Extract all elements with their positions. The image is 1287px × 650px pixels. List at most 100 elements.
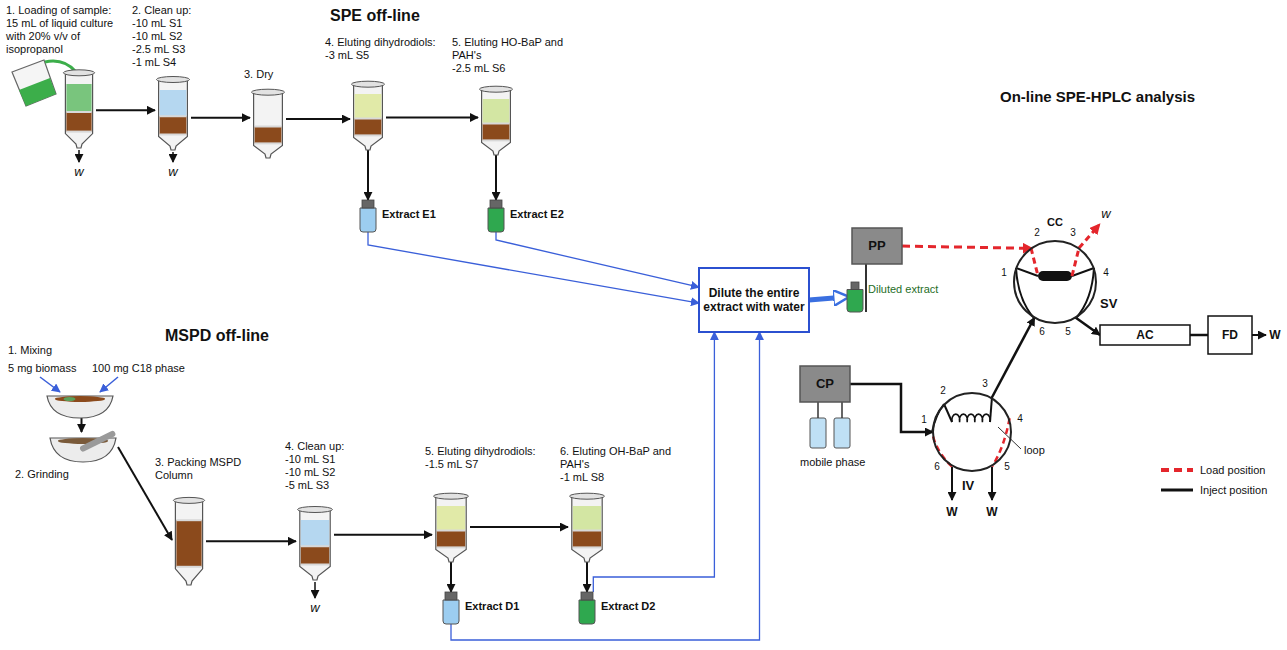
cartridge-frit <box>437 546 465 548</box>
column-shape <box>172 495 206 585</box>
port-number: 4 <box>1017 413 1023 425</box>
flow-arrow <box>1076 318 1101 335</box>
transfer-arrow <box>809 297 846 300</box>
port-number: 3 <box>1070 227 1076 239</box>
cartridge-packing <box>301 546 329 564</box>
vial-shape <box>578 592 596 624</box>
part-label: loop <box>1024 444 1045 457</box>
cartridge-frit <box>176 566 201 568</box>
vial-body <box>579 600 595 624</box>
cartridge-frit <box>66 131 91 133</box>
port-number: 2 <box>1034 227 1040 239</box>
cartridge-liquid <box>437 506 465 531</box>
node-text: 2. Clean up: <box>132 4 222 17</box>
node-text: 3. Dry <box>244 68 304 81</box>
waste-line <box>1252 334 1266 336</box>
vial-shape <box>359 200 377 232</box>
cartridge-rim <box>298 507 333 513</box>
text-holder: 1. Mixing <box>8 344 128 357</box>
vial-cap <box>851 282 859 290</box>
node-text: -10 mL S1 <box>132 17 222 30</box>
text-holder: CP <box>800 366 850 402</box>
cartridge-rim <box>434 493 469 499</box>
node-text: 5. Eluting dihydrodiols: <box>425 445 550 458</box>
transfer-arrow <box>451 332 760 640</box>
box-outline <box>800 366 850 402</box>
node-text: Extract D2 <box>601 600 681 613</box>
cartridge-body <box>300 510 330 581</box>
waste-label: W <box>1269 328 1280 342</box>
cartridge-rim <box>479 86 512 92</box>
cartridge-rim <box>173 497 204 503</box>
mortar-bowl <box>47 396 113 418</box>
load-path <box>1031 248 1038 276</box>
mspd-step: 3. Packing MSPD Column <box>172 495 206 585</box>
cartridge-rim <box>251 89 284 95</box>
cartridge-frit <box>301 545 329 547</box>
node-text: SV <box>1100 296 1130 312</box>
node-text: 4. Clean up: <box>285 440 385 453</box>
mspd-step: 4. Clean up:-10 mL S1-10 mL S2-5 mL S3 <box>296 505 334 580</box>
section-title: On-line SPE-HPLC analysis <box>1000 88 1195 106</box>
flow-arrow <box>450 562 452 592</box>
text-holder: 6. Eluting OH-BaP and PAH's-1 mL S8 <box>560 445 682 484</box>
cartridge-frit <box>160 134 187 136</box>
node-text: Extract E1 <box>382 208 462 221</box>
text-holder: IV <box>962 478 986 494</box>
text-holder: Extract E2 <box>510 208 590 221</box>
cartridge-frit <box>301 564 329 566</box>
box-outline <box>852 228 902 264</box>
cartridge-body <box>436 496 466 562</box>
box-outline <box>1100 325 1190 345</box>
text-holder: 5 mg biomass <box>8 362 88 375</box>
node-text: 15 mL of liquid culture with 20% v/v of … <box>6 17 131 56</box>
flow-arrow <box>286 118 350 120</box>
mortar-content <box>64 397 76 401</box>
switching-valve: SV <box>1013 240 1097 324</box>
pump-box: PP <box>852 228 902 264</box>
text-holder: 1. Loading of sample:15 mL of liquid cul… <box>6 4 131 56</box>
cartridge-liquid <box>301 520 329 546</box>
mspd-step: 1. Mixing5 mg biomass100 mg C18 phase <box>45 390 115 418</box>
cart-shape <box>432 492 470 562</box>
cart-shape <box>62 68 96 148</box>
inject-path <box>1016 268 1038 276</box>
extract-vial: Extract D1 <box>442 592 460 624</box>
flow-arrow <box>495 155 497 200</box>
flow-arrow <box>96 109 155 111</box>
vial-cap <box>490 200 502 208</box>
cartridge-body <box>254 92 283 158</box>
pestle <box>83 434 112 449</box>
cart-shape <box>296 505 334 580</box>
waste-arrow <box>78 150 80 162</box>
flow-arrow <box>81 418 83 432</box>
waste-label: W <box>986 505 997 519</box>
load-flow-line <box>902 246 1031 248</box>
port-number: 4 <box>1103 267 1109 279</box>
extract-vial: Extract D2 <box>578 592 596 624</box>
cartridge-liquid <box>573 506 601 531</box>
cartridge-frit <box>355 134 382 136</box>
flow-arrow <box>334 534 432 536</box>
solvent-line <box>817 402 819 418</box>
text-holder: 5. Eluting HO-BaP and PAH's-2.5 mL S6 <box>452 36 570 75</box>
vial-cap <box>362 200 374 208</box>
cart-shape <box>250 88 286 158</box>
cartridge-frit <box>483 139 510 141</box>
node-text: 6. Eluting OH-BaP and PAH's <box>560 445 682 471</box>
text-holder: 100 mg C18 phase <box>92 362 202 375</box>
legend-text: Load position <box>1200 464 1265 477</box>
vial-body <box>443 600 459 624</box>
cartridge-frit <box>483 123 510 125</box>
text-holder: PP <box>852 228 902 264</box>
text-holder: 3. Dry <box>244 68 304 81</box>
cartridge-packing <box>176 520 201 567</box>
cart-shape <box>568 492 606 562</box>
cartridge-packing <box>160 116 187 134</box>
box-outline <box>699 268 809 332</box>
text-holder: Extract D1 <box>465 600 545 613</box>
cartridge-liquid <box>483 99 510 124</box>
text-holder: 4. Clean up:-10 mL S1-10 mL S2-5 mL S3 <box>285 440 385 492</box>
cartridge-frit <box>437 530 465 532</box>
